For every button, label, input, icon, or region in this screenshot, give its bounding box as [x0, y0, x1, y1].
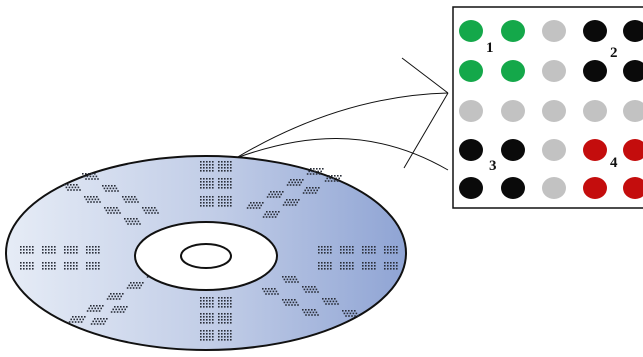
grid-dot-red — [583, 139, 607, 161]
pit-cluster — [126, 282, 144, 289]
pit-cluster — [282, 199, 300, 206]
grid-dot-gray — [459, 100, 483, 122]
grid-dot-black — [501, 177, 525, 199]
grid-dot-black — [583, 60, 607, 82]
grid-label-2: 2 — [610, 45, 618, 61]
pit-cluster — [64, 262, 78, 270]
zoom-line-curve-upper — [235, 92, 449, 159]
pit-cluster — [64, 184, 81, 191]
pit-cluster — [302, 309, 319, 316]
pit-cluster — [306, 168, 324, 175]
pit-cluster — [86, 246, 100, 254]
pit-cluster — [324, 175, 342, 182]
pit-cluster — [200, 313, 214, 324]
pit-cluster — [362, 262, 376, 270]
grid-dot-gray — [542, 100, 566, 122]
pit-cluster — [42, 262, 56, 270]
pit-cluster — [124, 218, 141, 225]
grid-dot-black — [459, 139, 483, 161]
pit-cluster — [218, 297, 232, 308]
grid-dot-red — [623, 177, 643, 199]
zoom-lines — [235, 57, 449, 171]
grid-dot-black — [501, 139, 525, 161]
zoom-line-arrow-bottom — [403, 92, 449, 169]
pit-cluster — [218, 330, 232, 341]
pit-cluster — [68, 316, 86, 323]
grid-dot-gray — [542, 139, 566, 161]
pit-cluster — [384, 262, 398, 270]
pit-cluster — [282, 276, 299, 283]
pit-cluster — [104, 207, 121, 214]
zoom-line-arrow-top — [401, 57, 449, 94]
grid-dot-green — [501, 60, 525, 82]
optical-disc-icon — [5, 155, 407, 351]
pit-cluster — [200, 196, 214, 207]
grid-dot-black — [583, 20, 607, 42]
grid-dot-gray — [542, 177, 566, 199]
pit-cluster — [110, 306, 128, 313]
grid-dot-black — [459, 177, 483, 199]
pit-cluster — [64, 246, 78, 254]
grid-dot-green — [459, 60, 483, 82]
pit-cluster — [286, 179, 304, 186]
grid-dot-green — [501, 20, 525, 42]
pit-cluster — [362, 246, 376, 254]
pit-cluster — [218, 178, 232, 189]
grid-label-1: 1 — [486, 40, 494, 56]
pit-cluster — [218, 313, 232, 324]
pit-cluster — [142, 207, 159, 214]
grid-dot-gray — [501, 100, 525, 122]
magnified-pit-grid: 1 2 3 4 — [452, 6, 643, 209]
pit-cluster — [262, 211, 280, 218]
pit-cluster — [42, 246, 56, 254]
pit-cluster — [282, 299, 299, 306]
pit-cluster — [262, 288, 279, 295]
pit-cluster — [20, 246, 34, 254]
pit-cluster — [84, 196, 101, 203]
pit-cluster — [90, 318, 108, 325]
pit-cluster — [200, 178, 214, 189]
pit-cluster — [342, 310, 359, 317]
grid-dot-black — [623, 60, 643, 82]
pit-cluster — [200, 297, 214, 308]
pit-cluster — [102, 185, 119, 192]
grid-label-3: 3 — [489, 158, 497, 174]
pit-cluster — [122, 196, 139, 203]
pit-cluster — [340, 262, 354, 270]
disc-center-hole — [180, 243, 232, 269]
grid-dots — [459, 20, 643, 199]
pit-cluster — [82, 173, 99, 180]
pit-cluster — [218, 196, 232, 207]
pit-cluster — [318, 262, 332, 270]
pit-cluster — [302, 187, 320, 194]
grid-dot-red — [623, 139, 643, 161]
pit-cluster — [86, 305, 104, 312]
pit-cluster — [302, 286, 319, 293]
zoom-line-curve-lower — [235, 138, 449, 171]
pit-cluster — [322, 298, 339, 305]
grid-dot-gray — [583, 100, 607, 122]
grid-dot-gray — [623, 100, 643, 122]
pit-cluster — [20, 262, 34, 270]
pit-cluster — [318, 246, 332, 254]
grid-dot-gray — [542, 20, 566, 42]
pit-cluster — [266, 191, 284, 198]
grid-label-4: 4 — [610, 155, 618, 171]
grid-dot-black — [623, 20, 643, 42]
grid-dot-red — [583, 177, 607, 199]
pit-cluster — [106, 293, 124, 300]
grid-dot-gray — [542, 60, 566, 82]
pit-cluster — [246, 202, 264, 209]
pit-cluster — [384, 246, 398, 254]
disc-pit-clusters — [20, 161, 398, 341]
grid-dot-green — [459, 20, 483, 42]
pit-cluster — [340, 246, 354, 254]
pit-cluster — [200, 161, 214, 172]
pit-cluster — [218, 161, 232, 172]
pit-cluster — [200, 330, 214, 341]
pit-cluster — [86, 262, 100, 270]
